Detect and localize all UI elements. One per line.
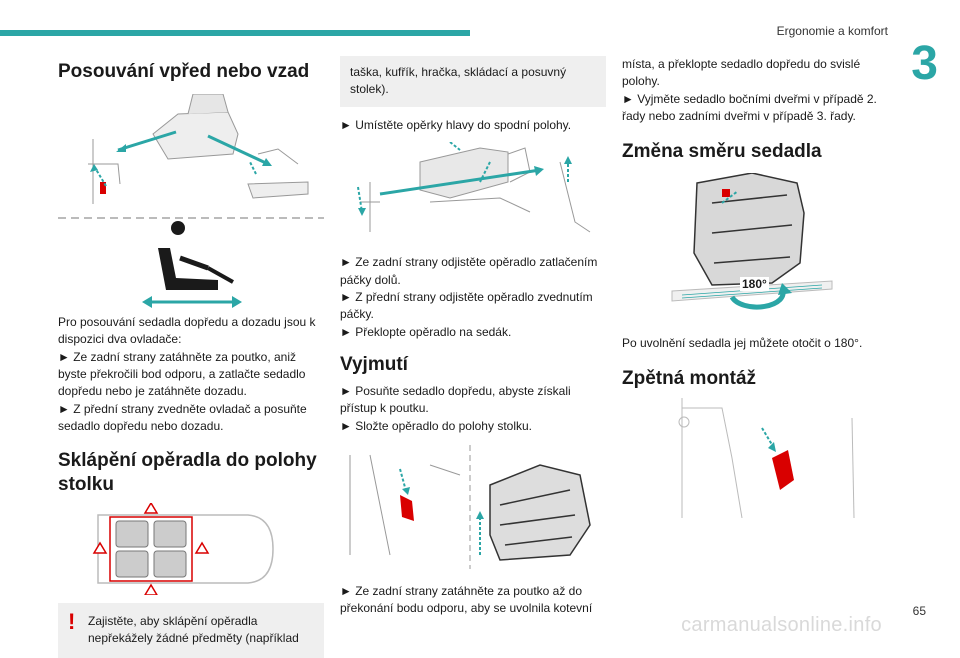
step-rear-pull: ► Ze zadní strany zatáhněte za poutko, a… [58, 349, 306, 399]
heading-change-direction: Změna směru sedadla [622, 140, 822, 162]
warning-box: ! Zajistěte, aby sklápění opěradla nepře… [58, 602, 324, 658]
reinstallation-illustration [622, 398, 888, 519]
seat-slide-illustration [58, 93, 324, 308]
rotation-text: Po uvolnění sedadla jej můžete otočit o … [622, 336, 863, 351]
step-front-lift: ► Z přední strany zvedněte ovladač a pos… [58, 401, 307, 434]
heading-reinstallation: Zpětná montáž [622, 367, 757, 389]
page-number: 65 [912, 604, 926, 618]
step-front-unlock: ► Z přední strany odjistěte opěradlo zve… [340, 289, 593, 322]
step-release-anchors: ► Ze zadní strany zatáhněte za poutko až… [340, 584, 593, 616]
column-1: Posouvání vpřed nebo vzad [58, 52, 324, 658]
rotation-label: 180° [740, 277, 769, 292]
step-fold-table: ► Složte opěradlo do polohy stolku. [340, 418, 532, 433]
step-rear-unlock: ► Ze zadní strany odjistěte opěradlo zat… [340, 255, 598, 287]
heading-removal: Vyjmutí [340, 354, 408, 376]
step-fold-backrest: ► Překlopte opěradlo na sedák. [340, 324, 512, 339]
column-3: místa, a překlopte sedadlo dopředu do sv… [622, 52, 888, 519]
chapter-number: 3 [911, 37, 938, 90]
step-remove-seat: ► Vyjměte sedadlo bočními dveřmi v přípa… [622, 91, 877, 124]
heading-forward-backward: Posouvání vpřed nebo vzad [58, 61, 310, 82]
heading-table-position: Sklápění opěradla do polohy stolku [58, 450, 317, 496]
seat-rotation-illustration: 180° [622, 173, 888, 323]
watermark: carmanualsonline.info [681, 614, 882, 636]
warning-text: Zajistěte, aby sklápění opěradla nepřeká… [88, 613, 299, 646]
seat-layout-illustration [58, 502, 324, 595]
section-title: Ergonomie a komfort [776, 24, 888, 38]
warning-icon: ! [68, 608, 76, 634]
column-2: taška, kufřík, hračka, skládací a posuvn… [340, 52, 606, 618]
intro-text: Pro posouvání sedadla dopředu a dozadu j… [58, 314, 316, 347]
step-headrest: ► Umístěte opěrky hlavy do spodní polohy… [340, 117, 572, 132]
text-continuation: místa, a překlopte sedadlo dopředu do sv… [622, 57, 861, 89]
step-slide-forward: ► Posuňte sedadlo dopředu, abyste získal… [340, 383, 571, 416]
warning-continuation-text: taška, kufřík, hračka, skládací a posuvn… [350, 65, 567, 97]
backrest-release-illustration [340, 142, 606, 242]
seat-removal-illustration [340, 445, 606, 570]
header-accent-bar [0, 30, 470, 36]
warning-continuation: taška, kufřík, hračka, skládací a posuvn… [340, 56, 606, 107]
